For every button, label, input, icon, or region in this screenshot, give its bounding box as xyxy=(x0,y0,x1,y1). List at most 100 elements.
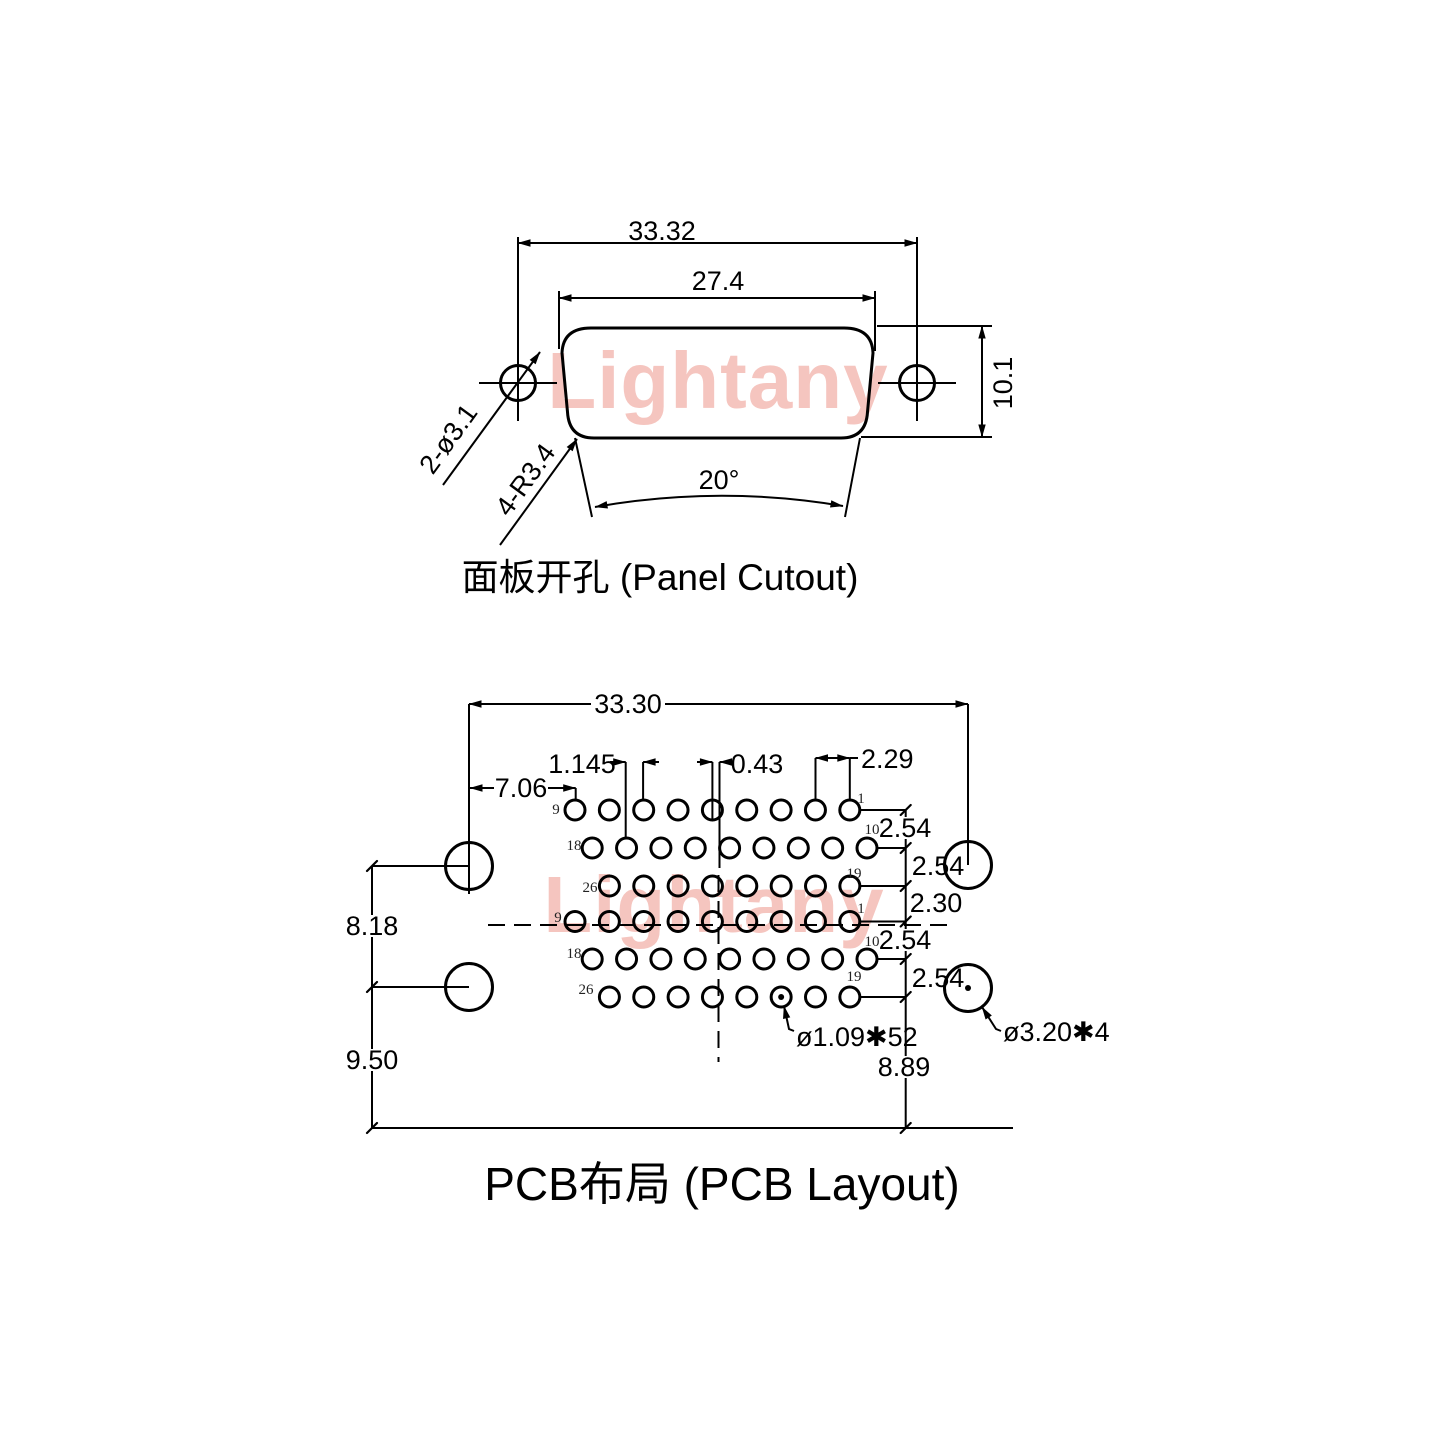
leader-mount-hole-callout xyxy=(442,351,541,486)
panel-cutout-title: 面板开孔 (Panel Cutout) xyxy=(462,557,859,598)
label-pin-holes: ø1.09✱52 xyxy=(796,1022,918,1052)
pin-hole xyxy=(632,985,656,1009)
dim-text-8-89: 8.89 xyxy=(878,1052,931,1082)
pin-hole xyxy=(821,947,845,971)
pin-hole xyxy=(735,985,759,1009)
text-bg xyxy=(345,915,399,937)
text-bg xyxy=(591,693,665,715)
dim-text-height: 10.1 xyxy=(988,357,1018,410)
pin-hole xyxy=(735,798,759,822)
pin-label: 26 xyxy=(579,982,595,998)
pin-hole xyxy=(683,947,707,971)
dim-text-2-29: 2.29 xyxy=(861,744,914,774)
pin-hole-grid xyxy=(563,798,879,1009)
pin-hole xyxy=(735,910,759,933)
pin-hole xyxy=(666,910,690,933)
pin-hole xyxy=(580,836,604,860)
pin-hole xyxy=(718,836,742,860)
pin-hole xyxy=(838,874,862,898)
pin-hole xyxy=(580,947,604,971)
pin-hole-center-dot xyxy=(778,994,785,1000)
pin-hole xyxy=(597,798,621,822)
text-bg xyxy=(345,1049,399,1071)
pin-hole xyxy=(786,947,810,971)
pin-hole xyxy=(700,910,724,933)
pin-label: 9 xyxy=(554,910,562,926)
dim-text-0-43: 0.43 xyxy=(731,749,784,779)
pin-hole xyxy=(752,947,776,971)
pin-hole xyxy=(804,985,827,1009)
pin-hole xyxy=(615,836,639,860)
dim-text-8-18: 8.18 xyxy=(346,911,399,941)
pin-hole xyxy=(803,910,827,933)
pin-hole xyxy=(666,874,690,898)
pin-hole xyxy=(666,798,690,822)
pcb-mount-hole-bottom-right xyxy=(943,963,993,1013)
pin-hole xyxy=(632,874,656,898)
pcb-layout-title: PCB布局 (PCB Layout) xyxy=(484,1158,959,1210)
dim-text-7-06: 7.06 xyxy=(495,773,548,803)
pin-label: 1 xyxy=(857,901,865,917)
pin-hole xyxy=(597,985,621,1009)
pin-hole xyxy=(838,798,862,822)
pin-hole xyxy=(769,874,793,898)
label-mount-holes-pcb: ø3.20✱4 xyxy=(1003,1017,1110,1047)
text-bg xyxy=(876,1056,932,1078)
pin-hole xyxy=(700,985,724,1009)
dim-text-row-gap-4: 2.54 xyxy=(879,925,932,955)
pin-hole xyxy=(649,836,673,860)
pin-hole xyxy=(700,798,724,822)
dim-text-overall-width-panel: 33.32 xyxy=(628,216,696,246)
pin-hole xyxy=(838,985,862,1009)
watermark-bottom: Lightany xyxy=(543,860,884,949)
pin-hole xyxy=(649,947,673,971)
angle-ext-lines xyxy=(574,437,861,518)
angle-arc-20 xyxy=(594,494,844,509)
pin-hole xyxy=(786,836,810,860)
dim-ticks xyxy=(365,803,912,1135)
pin-hole xyxy=(855,836,879,860)
pin-hole xyxy=(803,798,827,822)
pin-hole xyxy=(563,798,587,822)
pin-hole xyxy=(615,947,639,971)
pin-label: 10 xyxy=(865,934,880,950)
pin-hole xyxy=(821,836,845,860)
dim-text-row-gap-1: 2.54 xyxy=(879,813,932,843)
text-bg xyxy=(494,777,548,799)
mount-hole-center-dot xyxy=(965,985,971,991)
dim-text-1-145: 1.145 xyxy=(548,749,616,779)
pin-hole xyxy=(735,874,759,898)
pin-hole xyxy=(769,985,793,1009)
dim-ext-10-1 xyxy=(861,325,992,438)
label-mount-holes-panel: 2-ø3.1 xyxy=(413,398,483,479)
pin-hole xyxy=(666,985,690,1009)
pcb-layout-drawing xyxy=(365,700,1013,1135)
pin-label: 18 xyxy=(567,838,582,854)
pin-hole xyxy=(718,947,742,971)
pin-hole xyxy=(804,874,827,898)
pin-hole xyxy=(838,910,862,933)
pin-hole xyxy=(597,874,621,898)
pin-hole xyxy=(752,836,776,860)
dsub-opening-outline xyxy=(560,326,875,440)
pin-label: 19 xyxy=(847,866,862,882)
dim-text-row-gap-3: 2.30 xyxy=(910,888,963,918)
pin-label: 19 xyxy=(847,969,862,985)
pin-hole xyxy=(769,910,793,933)
leader-corner-radius-callout xyxy=(499,438,578,546)
dim-text-row-gap-2: 2.54 xyxy=(912,851,965,881)
leader-pin-hole-callout xyxy=(783,1005,795,1032)
pin-hole xyxy=(563,910,587,933)
dim-text-angle: 20° xyxy=(699,465,740,495)
pin-hole xyxy=(597,910,621,933)
pin-label: 10 xyxy=(865,822,880,838)
watermark-top: Lightany xyxy=(547,336,888,425)
text-bg xyxy=(877,929,933,951)
pin-label: 9 xyxy=(552,802,560,818)
pin-hole xyxy=(855,947,879,971)
leader-mount-hole-callout-pcb xyxy=(981,1006,1002,1032)
pin-hole xyxy=(632,910,656,933)
pcb-ext-lines xyxy=(371,704,1013,1129)
pin-label: 1 xyxy=(857,791,865,807)
